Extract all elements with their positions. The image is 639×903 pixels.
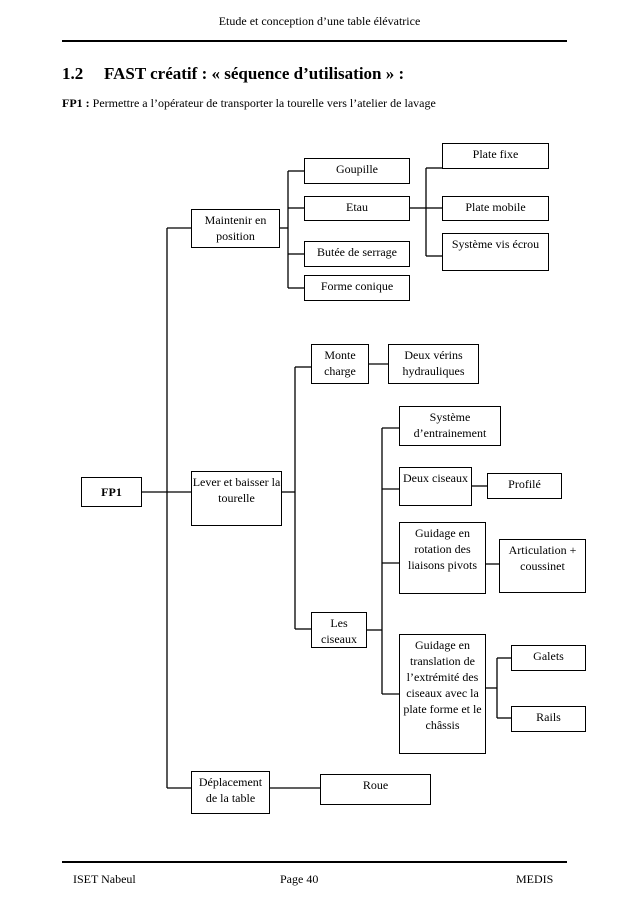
header-divider	[62, 40, 567, 42]
section-heading: 1.2 FAST créatif : « séquence d’utilisati…	[62, 64, 404, 84]
page-header-title: Etude et conception d’une table élévatri…	[218, 14, 421, 28]
guidage-translation-box: Guidage en translation de l’extrémité de…	[399, 634, 486, 754]
deux-verins-box: Deux vérins hydrauliques	[388, 344, 479, 384]
fp1-label: FP1 :	[62, 96, 90, 110]
maintenir-position-box: Maintenir en position	[191, 209, 280, 248]
section-title-text: FAST créatif : « séquence d’utilisation …	[104, 64, 405, 83]
footer-page-number: Page 40	[280, 872, 319, 886]
les-ciseaux-box: Les ciseaux	[311, 612, 367, 648]
section-number: 1.2	[62, 64, 84, 83]
deux-ciseaux-box: Deux ciseaux	[399, 467, 472, 506]
footer-right: MEDIS	[516, 872, 554, 886]
lever-baisser-box: Lever et baisser la tourelle	[191, 471, 282, 526]
forme-conique-box: Forme conique	[304, 275, 410, 301]
deplacement-table-box: Déplacement de la table	[191, 771, 270, 814]
articulation-coussinet-box: Articulation + coussinet	[499, 539, 586, 593]
roue-box: Roue	[320, 774, 431, 805]
systeme-vis-ecrou-box: Système vis écrou	[442, 233, 549, 271]
guidage-rotation-box: Guidage en rotation des liaisons pivots	[399, 522, 486, 594]
goupille-box: Goupille	[304, 158, 410, 184]
systeme-entrainement-box: Système d’entrainement	[399, 406, 501, 446]
monte-charge-box: Monte charge	[311, 344, 369, 384]
plate-fixe-box: Plate fixe	[442, 143, 549, 169]
plate-mobile-box: Plate mobile	[442, 196, 549, 221]
profile-box: Profilé	[487, 473, 562, 499]
footer-left: ISET Nabeul	[73, 872, 136, 886]
etau-box: Etau	[304, 196, 410, 221]
fp1-description: FP1 : Permettre a l’opérateur de transpo…	[62, 96, 436, 111]
butee-serrage-box: Butée de serrage	[304, 241, 410, 267]
footer-divider	[62, 861, 567, 863]
galets-box: Galets	[511, 645, 586, 671]
fp1-text: Permettre a l’opérateur de transporter l…	[92, 96, 436, 110]
rails-box: Rails	[511, 706, 586, 732]
fp1-box: FP1	[81, 477, 142, 507]
